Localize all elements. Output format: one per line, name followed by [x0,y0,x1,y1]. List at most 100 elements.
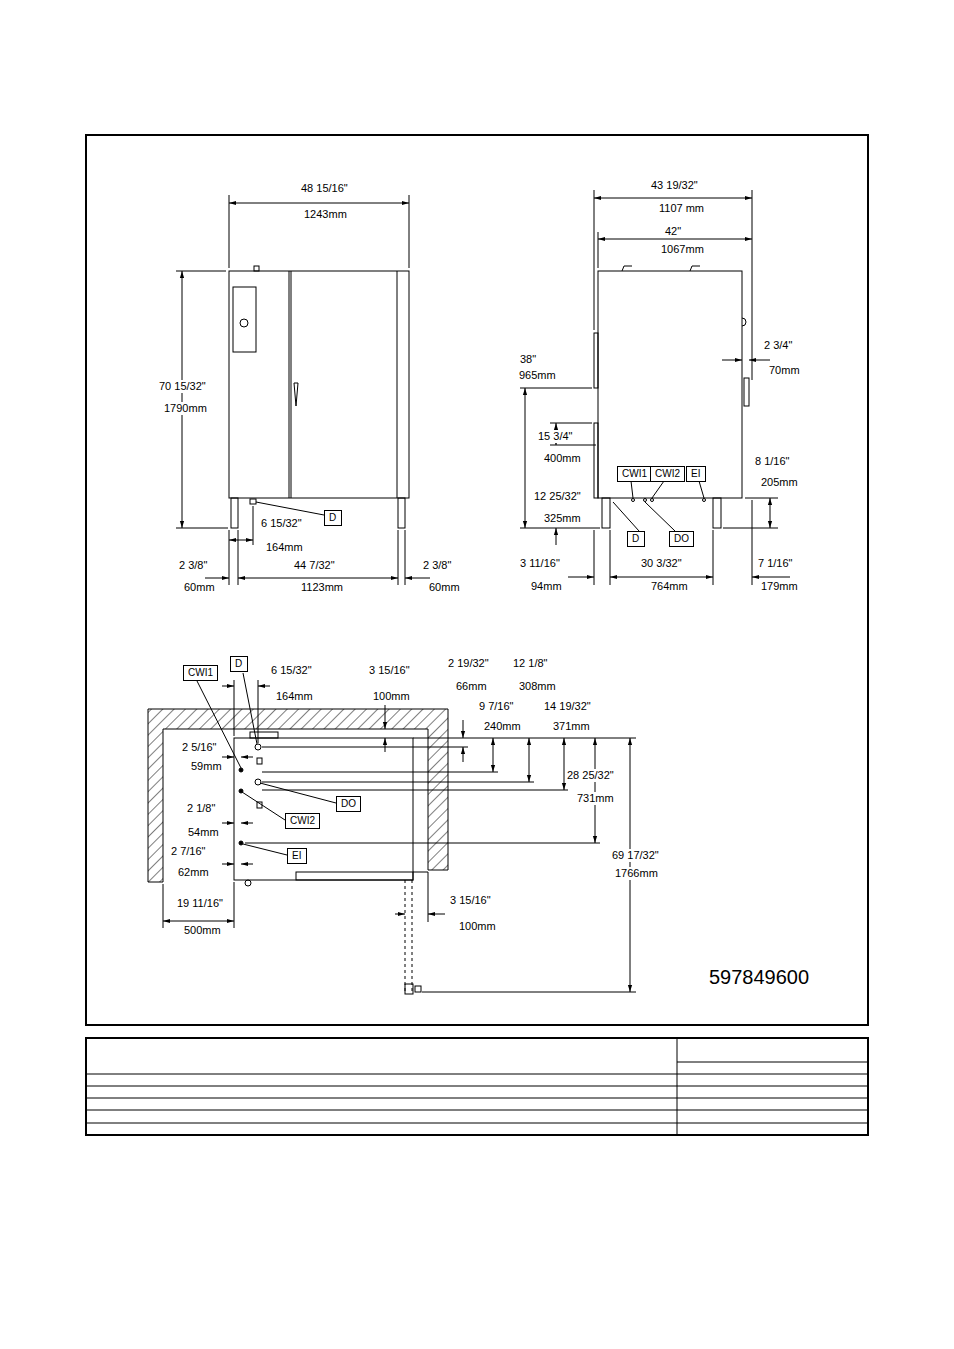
side-view-line [652,481,664,498]
tag-text: DO [337,797,360,811]
front-dimensions-line [409,195,410,268]
dimension-label: 48 15/16" [300,182,349,195]
front-dimensions-line [398,530,399,585]
plan-dimensions-line [222,864,234,865]
side-view-line [602,498,610,528]
front-view-line [233,287,256,352]
side-view-line [744,378,749,406]
drawing-frame-line [86,1098,868,1099]
side-view-line [594,333,598,388]
connection-tag: DO [336,796,361,812]
connection-tag: EI [287,848,307,864]
dimension-label: 1243mm [303,208,348,221]
side-dimensions-line [752,190,753,380]
dimension-label: 62mm [177,866,210,879]
dimension-label: 2 1/8" [186,802,216,815]
plan-view-line [255,744,261,750]
dimension-label: 240mm [483,720,522,733]
dimension-label: 164mm [275,690,314,703]
side-view-line [690,266,700,271]
plan-dimensions-line [258,680,259,743]
plan-view-line [255,779,261,785]
plan-dimensions-line [262,790,568,791]
side-view-line [703,499,706,502]
dimension-label: 19 11/16" [176,897,224,910]
side-dimensions [520,190,790,585]
connection-tag: D [627,531,645,547]
plan-dimensions-line [463,720,464,738]
front-dimensions-line [176,528,228,529]
side-dimensions-line [598,232,599,268]
dimension-label: 1123mm [300,581,344,594]
connection-tag: D [230,656,248,672]
front-view-line [398,498,405,528]
side-dimensions-line [568,577,594,578]
dimension-label: 69 17/32" [611,849,660,862]
plan-view-line [242,792,285,820]
side-view-line [632,499,635,502]
plan-dimensions-line [463,747,464,762]
dimension-label: 1067mm [660,243,705,256]
plan-view-line [245,880,251,886]
side-view-line [622,266,632,271]
dimension-label: 325mm [543,512,582,525]
front-view-line [229,271,409,498]
drawing-frame-line [86,1086,868,1087]
dimension-label: 60mm [428,581,461,594]
dimension-label: 54mm [187,826,220,839]
tag-text: CWI1 [184,666,217,680]
dimension-label: 164mm [265,541,304,554]
dimension-label: 42" [664,225,682,238]
plan-view-line [413,872,428,873]
tag-text: EI [687,467,705,481]
plan-view-line [239,841,243,845]
front-dimensions-line [229,540,253,541]
front-dimensions-line [229,203,409,204]
plan-dimensions-line [241,757,253,758]
front-dimensions-line [205,578,229,579]
side-dimensions-line [594,190,595,330]
plan-view-line [148,709,448,882]
dimension-label: 12 1/8" [512,657,549,670]
tag-text: DO [670,532,693,546]
plan-view-line [250,732,278,738]
plan-dimensions-line [222,823,234,824]
dimension-label: 8 1/16" [754,455,791,468]
plan-view-line [234,738,413,880]
connection-tag: CWI1 [183,665,218,681]
side-view-line [644,499,647,502]
plan-view-line [257,758,262,764]
plan-dimensions-line [262,782,534,783]
dimension-label: 965mm [518,369,557,382]
dimension-label: 28 25/32" [566,769,615,782]
side-dimensions-line [749,360,770,361]
connection-tag: DO [669,531,694,547]
plan-view-line [239,768,243,772]
plan-view-line [243,673,257,744]
dimension-label: 70 15/32" [158,380,207,393]
dimension-label: 44 7/32" [293,559,336,572]
dimension-label: 70mm [768,364,801,377]
tag-text: EI [288,849,306,863]
front-dimensions-line [405,530,406,585]
dimension-label: 100mm [458,920,497,933]
front-dimensions-line [229,195,230,268]
plan-view-line [296,872,413,880]
tag-text: D [628,532,644,546]
plan-dimensions-line [234,680,235,736]
dimension-label: 3 15/16" [368,664,411,677]
tag-text: D [231,657,247,671]
plan-dimensions-line [245,843,600,844]
plan-dimensions-line [385,738,386,752]
dimension-label: 43 19/32" [650,179,699,192]
dimension-label: 1766mm [614,867,659,880]
side-dimensions-line [556,528,557,545]
plan-dimensions-line [493,738,494,772]
dimension-label: 2 3/8" [422,559,452,572]
front-view-line [289,271,290,498]
front-dimensions-line [229,530,230,585]
front-view-line [397,271,398,498]
dimension-label: 60mm [183,581,216,594]
